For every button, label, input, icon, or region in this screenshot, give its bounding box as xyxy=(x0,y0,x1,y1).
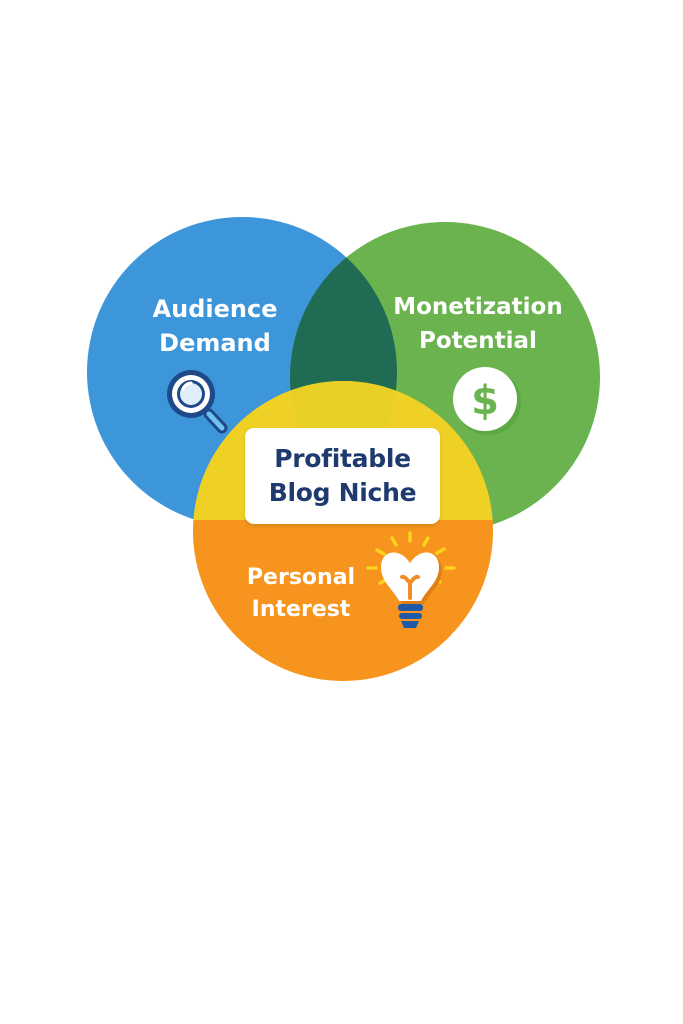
center-label-line-1: Profitable xyxy=(274,444,411,473)
personal-interest-label: Personal Interest xyxy=(236,562,366,626)
audience-demand-label: Audience Demand xyxy=(140,292,290,360)
audience-demand-line-2: Demand xyxy=(159,329,271,357)
monetization-potential-label: Monetization Potential xyxy=(388,290,568,358)
personal-interest-line-2: Interest xyxy=(251,597,351,622)
dollar-coin-icon: $ xyxy=(453,367,521,435)
monetization-potential-line-1: Monetization xyxy=(393,294,563,320)
monetization-potential-line-2: Potential xyxy=(419,328,537,354)
center-label-line-2: Blog Niche xyxy=(268,478,417,507)
magnifying-glass-icon xyxy=(167,370,228,434)
personal-interest-line-1: Personal xyxy=(246,565,356,590)
svg-text:$: $ xyxy=(471,378,499,424)
audience-demand-line-1: Audience xyxy=(152,295,278,323)
profitable-blog-niche-box: Profitable Blog Niche xyxy=(245,428,440,524)
lightbulb-heart-icon xyxy=(366,531,456,628)
